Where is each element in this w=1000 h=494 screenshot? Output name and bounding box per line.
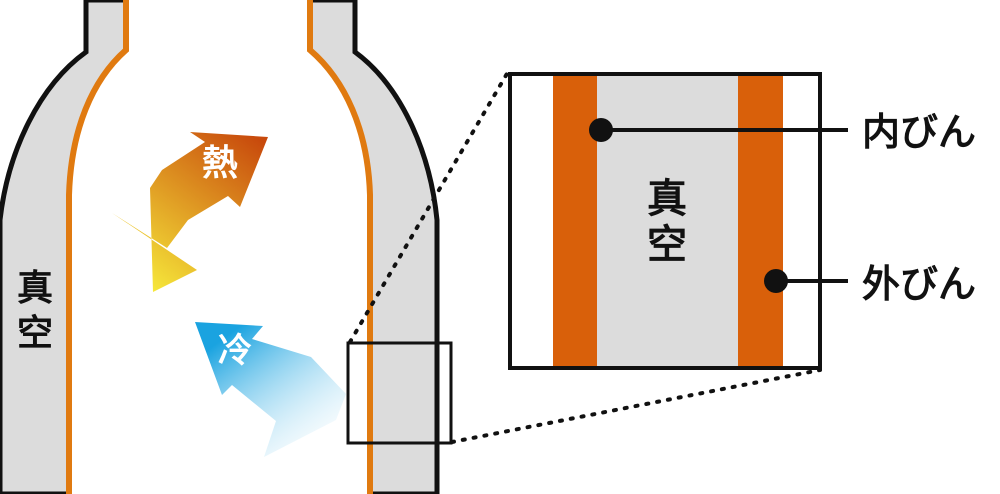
zoom-connector-top [348,70,510,344]
vacuum-side-label-1: 真 [17,268,53,309]
cold-arrow [195,322,346,457]
inner-bottle-label: 内びん [862,110,976,154]
zoom-detail: 真 空 [508,72,822,370]
zoom-vacuum-layer [597,74,738,368]
vacuum-side-label-2: 空 [17,313,53,354]
heat-label: 熱 [202,143,238,184]
zoom-detail-frame [508,72,822,370]
zoom-source-box [346,341,453,445]
outer-bottle-label: 外びん [862,262,976,306]
heat-arrow [112,132,268,292]
zoom-outer-wall [738,74,783,368]
vacuum-zoom-label-2: 空 [647,222,687,268]
inner-bottle-wall [66,0,373,494]
zoom-connector-bottom [450,368,822,444]
zoom-inner-wall [553,74,597,368]
cold-label: 冷 [218,331,252,371]
vacuum-zoom-label-1: 真 [647,176,687,222]
